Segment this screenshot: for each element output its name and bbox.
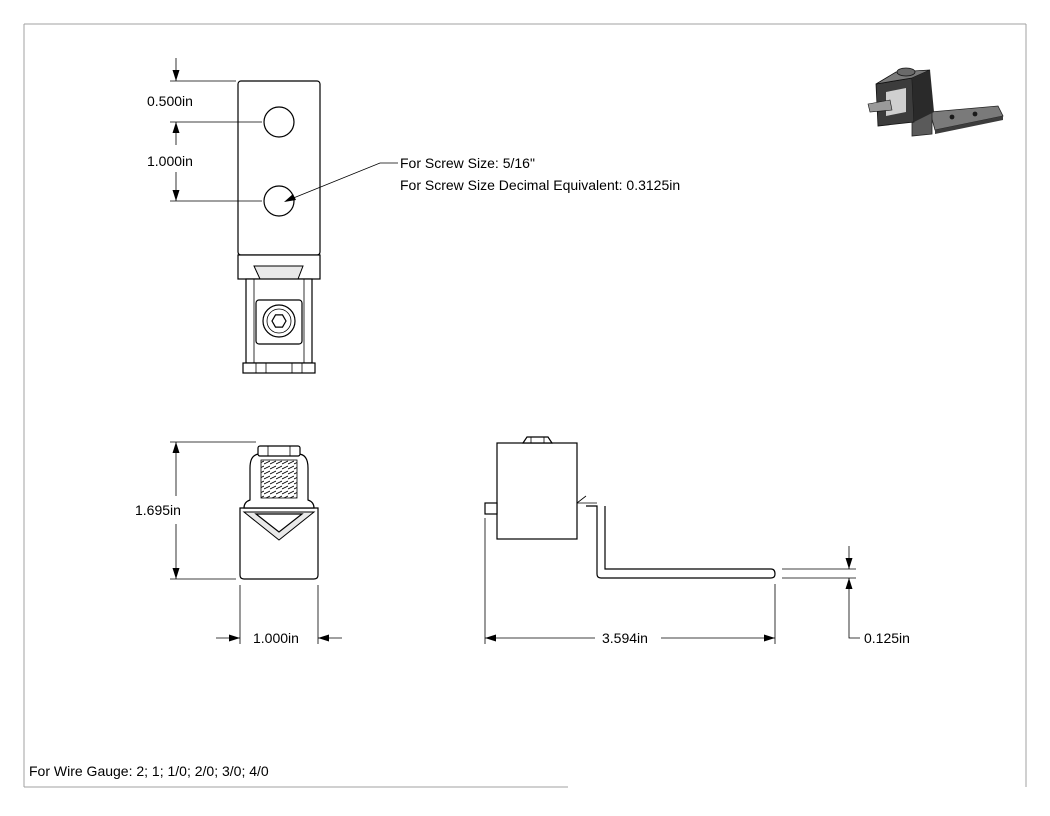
barrel-side — [496, 442, 578, 540]
dimension-hole-spacing: 1.000in — [147, 153, 262, 202]
screw-size-label: For Screw Size: 5/16" — [400, 155, 535, 171]
barrel-front-face — [239, 507, 319, 580]
dimension-height: 1.695in — [135, 441, 256, 580]
dim-label-thickness: 0.125in — [864, 630, 910, 646]
wire-gauge-note: For Wire Gauge: 2; 1; 1/0; 2/0; 3/0; 4/0 — [29, 763, 269, 779]
dim-label-width: 1.000in — [253, 630, 299, 646]
screw-cap-side — [521, 436, 554, 444]
screw-note: For Screw Size: 5/16" For Screw Size Dec… — [284, 155, 680, 202]
mounting-hole-lower — [263, 185, 295, 217]
screw-cap — [257, 445, 301, 457]
tongue-side-profile — [586, 505, 776, 579]
front-view — [239, 445, 319, 580]
dim-label-length: 3.594in — [602, 630, 648, 646]
screw-decimal-label: For Screw Size Decimal Equivalent: 0.312… — [400, 177, 680, 193]
dim-label-hole-spacing: 1.000in — [147, 153, 193, 169]
side-view — [484, 436, 776, 579]
dimension-thickness: 0.125in — [782, 546, 910, 646]
dimension-length: 3.594in — [484, 518, 776, 646]
dim-label-hole-offset: 0.500in — [147, 93, 193, 109]
isometric-view — [867, 67, 1004, 137]
dim-label-height: 1.695in — [135, 502, 181, 518]
dimension-width: 1.000in — [216, 585, 342, 646]
sheet-frame — [23, 23, 1027, 788]
dimension-hole-offset: 0.500in — [147, 58, 262, 145]
mounting-hole-upper — [263, 106, 295, 138]
hex-socket-icon — [271, 314, 287, 328]
barrel-base — [242, 362, 316, 374]
top-view — [237, 80, 321, 374]
set-screw-side — [484, 502, 498, 515]
screw-thread — [260, 459, 298, 499]
